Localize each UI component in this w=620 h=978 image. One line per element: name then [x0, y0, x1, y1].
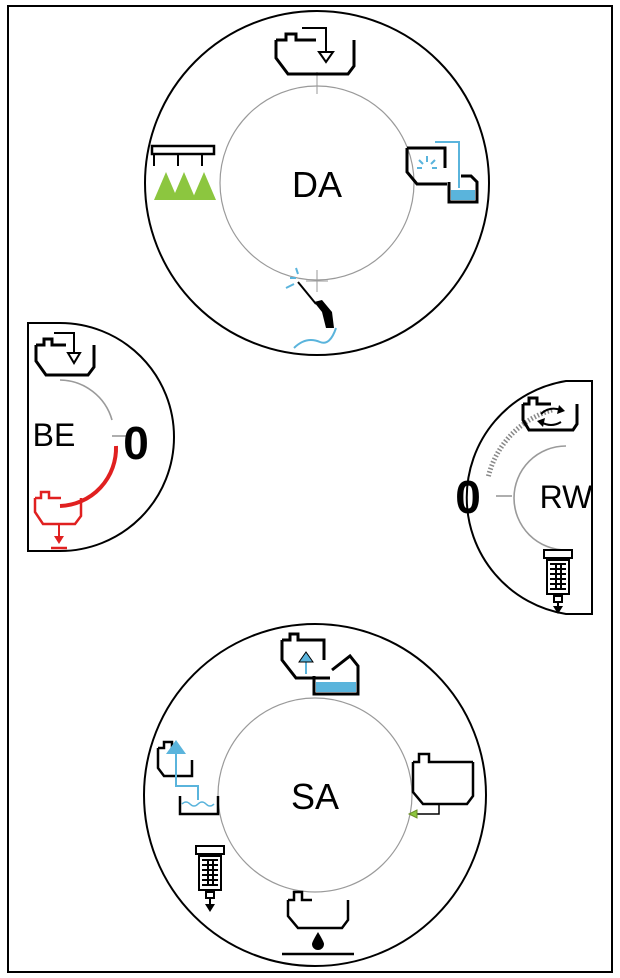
tank-rinse-icon[interactable] — [405, 141, 479, 204]
boom-spray-icon[interactable] — [150, 144, 216, 200]
be-dial[interactable]: BE 0 — [27, 322, 175, 552]
sa-inner-ring — [217, 697, 413, 893]
be-label: BE — [33, 417, 76, 453]
filter-icon[interactable] — [195, 845, 225, 912]
da-outer-ring — [144, 10, 490, 356]
hand-lance-icon[interactable] — [285, 267, 337, 349]
be-value: 0 — [123, 417, 149, 469]
rw-label: RW — [540, 479, 594, 515]
sa-dial[interactable]: SA — [143, 623, 487, 967]
tank-suction-icon[interactable] — [280, 632, 360, 696]
sa-outer-ring — [143, 623, 487, 967]
be-inner-arc — [59, 379, 113, 421]
sa-label: SA — [291, 776, 339, 817]
rw-outer-arc — [465, 380, 593, 615]
rw-value: 0 — [455, 471, 481, 523]
tank-drain-red-icon[interactable] — [33, 490, 83, 550]
rw-inner-arc — [513, 445, 567, 551]
tank-fill-icon[interactable] — [274, 27, 356, 76]
tank-circulation-icon[interactable] — [521, 396, 579, 432]
be-fill-arc — [59, 445, 119, 508]
da-label: DA — [292, 164, 342, 205]
filter-icon[interactable] — [543, 549, 573, 614]
tank-drain-icon[interactable] — [407, 752, 475, 819]
rw-dial[interactable]: RW 0 — [455, 380, 594, 615]
da-dial[interactable]: DA — [144, 10, 490, 356]
tank-empty-ground-icon[interactable] — [282, 890, 354, 956]
suction-basin-icon[interactable] — [156, 740, 220, 816]
tank-fill-icon[interactable] — [34, 332, 96, 377]
